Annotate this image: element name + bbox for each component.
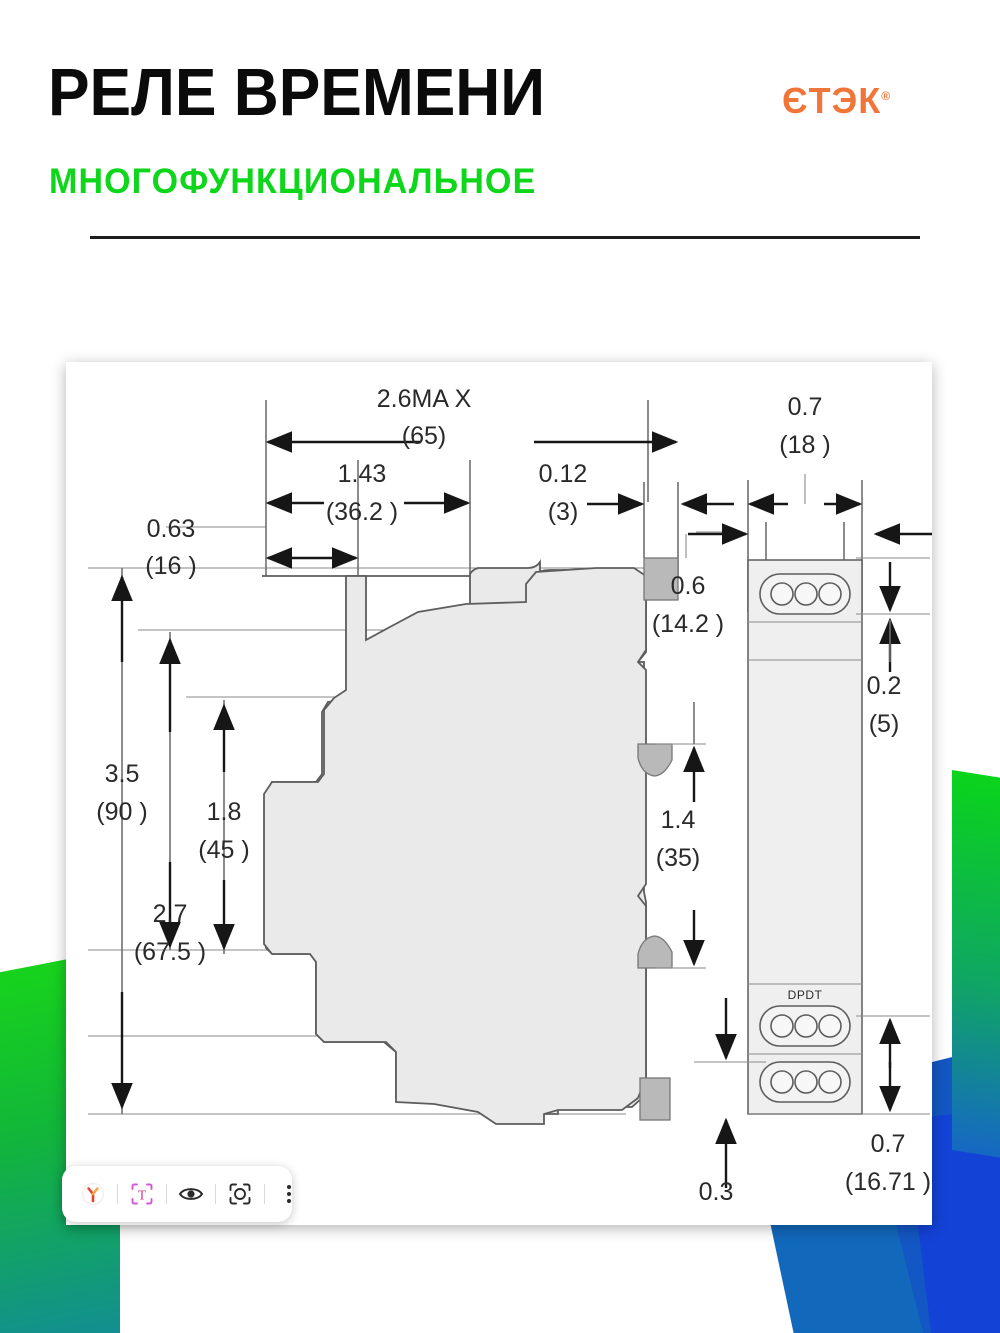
dim-rail-offset-value: 0.63 [147, 515, 196, 543]
relay-side-profile-clean [263, 567, 647, 1125]
dim-lip-metric: (3) [548, 498, 579, 526]
dim-terminal-gap-metric: (5) [869, 710, 900, 738]
relay-dimension-diagram: .ln{stroke:#8a8a8a;stroke-width:1.1;fill… [88, 385, 932, 1206]
dim-terminal-inset-metric: (14.2 ) [652, 610, 724, 638]
dim-mid-height-value: 2.7 [153, 900, 188, 928]
header-divider [90, 236, 920, 239]
dim-body-height-value: 1.8 [207, 798, 242, 826]
din-clip-top [637, 743, 673, 777]
dim-width-max-value: 2.6MA X [377, 385, 472, 413]
page-title: РЕЛЕ ВРЕМЕНИ [48, 55, 546, 130]
toolbar-separator-3 [215, 1184, 216, 1204]
dim-mid-height-metric: (67.5 ) [134, 938, 206, 966]
dim-clip-span-metric: (35) [656, 844, 700, 872]
dim-front-width-metric: (18 ) [779, 431, 830, 459]
dim-terminal-block-value: 0.7 [871, 1130, 906, 1158]
terminal-group-top [759, 573, 851, 615]
bottom-mount-tab [639, 1077, 671, 1121]
front-view-label: DPDT [788, 988, 823, 1002]
eye-icon[interactable] [174, 1177, 208, 1211]
toolbar-separator-2 [166, 1184, 167, 1204]
brand-logo-text: ЄТЭК [782, 80, 882, 121]
dim-terminal-gap-value: 0.2 [867, 672, 902, 700]
din-clip-bottom [637, 935, 673, 969]
dim-body-width-metric: (36.2 ) [326, 498, 398, 526]
diagram-card[interactable]: .ln{stroke:#8a8a8a;stroke-width:1.1;fill… [66, 362, 932, 1225]
dim-body-width-value: 1.43 [338, 460, 387, 488]
dim-body-height-metric: (45 ) [198, 836, 249, 864]
decor-green-right-shape [952, 770, 1000, 1170]
dim-total-height-value: 3.5 [105, 760, 140, 788]
image-toolbar[interactable]: T [62, 1166, 292, 1222]
registered-mark-icon: ® [881, 89, 891, 103]
svg-text:T: T [138, 1188, 147, 1203]
yandex-logo-icon[interactable] [76, 1177, 110, 1211]
dim-front-width-value: 0.7 [788, 393, 823, 421]
page-subtitle: МНОГОФУНКЦИОНАЛЬНОЕ [49, 162, 537, 201]
dim-clip-span-value: 1.4 [661, 806, 696, 834]
dim-terminal-inset-value: 0.6 [671, 572, 706, 600]
dim-lip-value: 0.12 [539, 460, 588, 488]
dim-bottom-clear-value: 0.3 [699, 1178, 734, 1206]
text-recognition-icon[interactable]: T [125, 1177, 159, 1211]
dim-terminal-block-metric: (16.71 ) [845, 1168, 931, 1196]
brand-logo: ЄТЭК® [782, 76, 890, 121]
toolbar-separator-1 [117, 1184, 118, 1204]
top-mount-tab [643, 557, 679, 601]
toolbar-separator-4 [264, 1184, 265, 1204]
more-options-icon[interactable] [272, 1177, 306, 1211]
object-search-icon[interactable] [223, 1177, 257, 1211]
dim-total-height-metric: (90 ) [96, 798, 147, 826]
terminal-group-dpdt [759, 1005, 851, 1047]
dim-width-max-metric: (65) [402, 422, 446, 450]
dim-rail-offset-metric: (16 ) [145, 552, 196, 580]
terminal-group-bottom [759, 1061, 851, 1103]
